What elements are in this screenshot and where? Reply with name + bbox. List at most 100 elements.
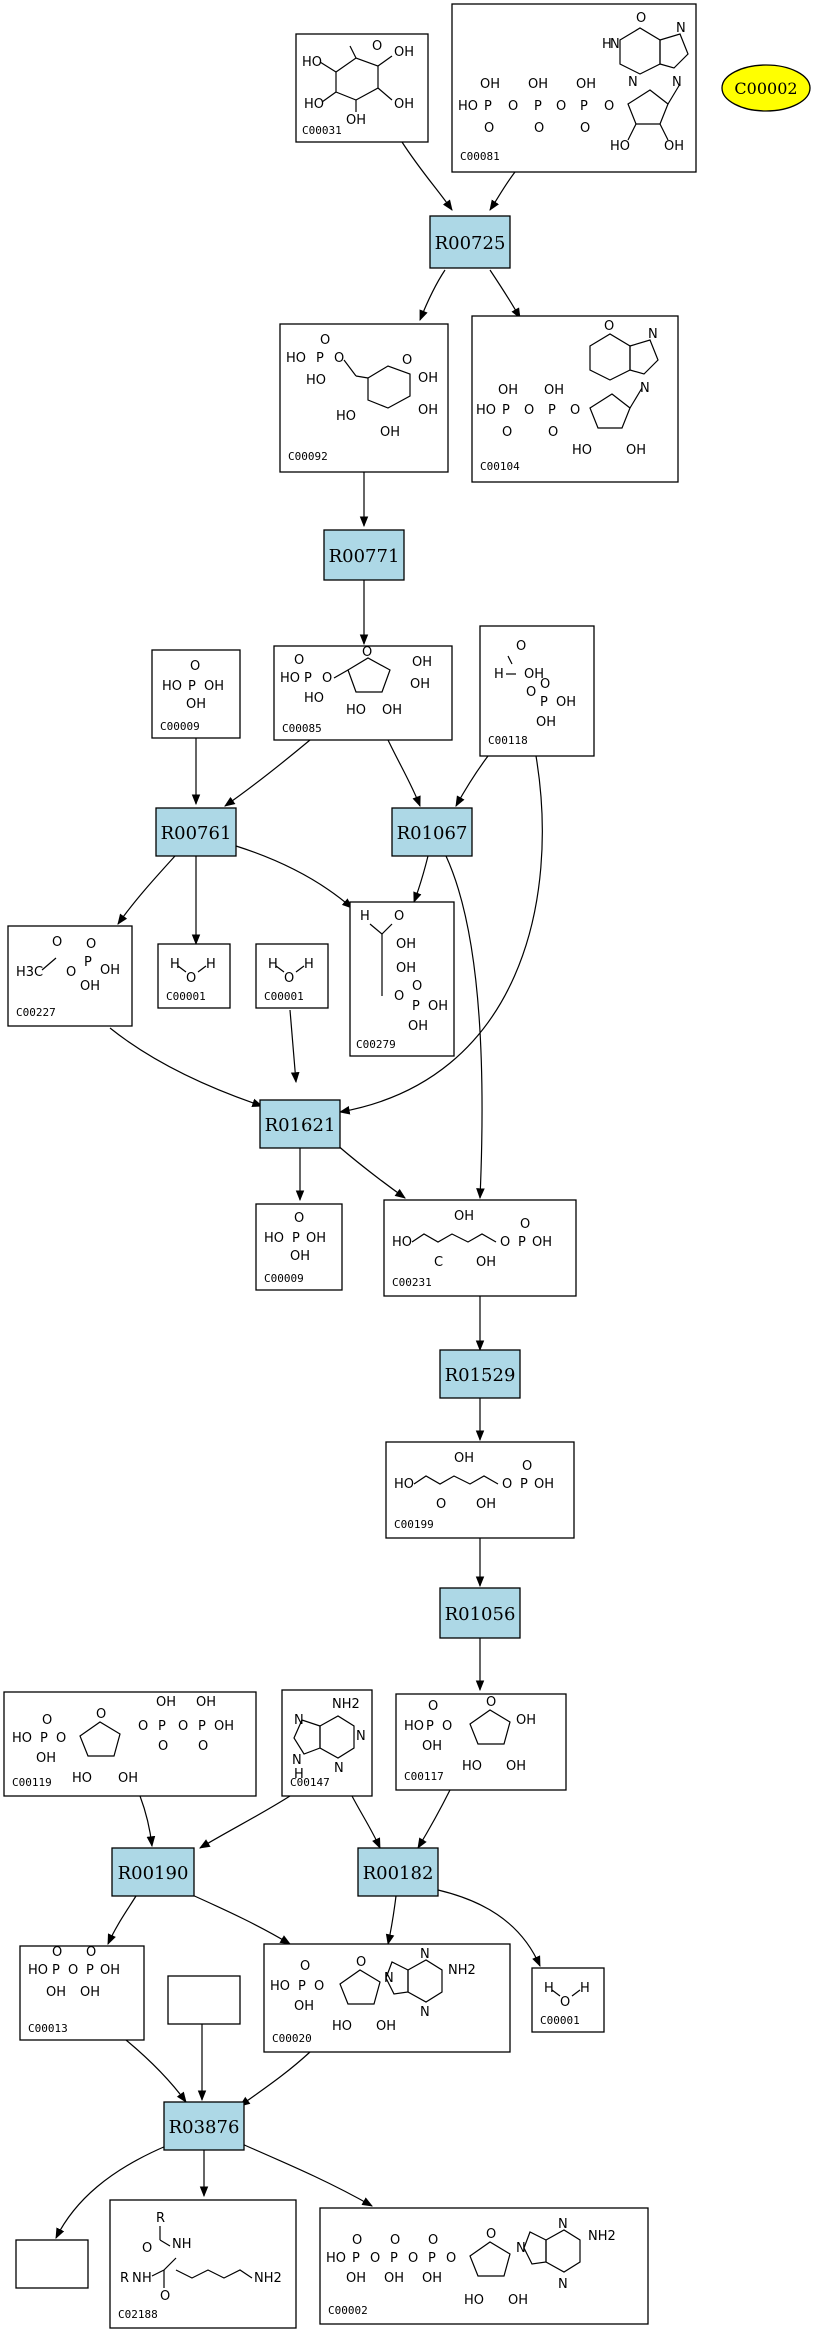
compound-c00081[interactable]: HO P P P O O O O O O OH OH OH HO OH O N …	[451, 3, 697, 173]
atom-label: OH	[80, 1985, 100, 2000]
atom-label: O	[190, 659, 200, 674]
structure-c00118: O H OH O P OH OH O	[494, 639, 576, 730]
atom-label: O	[502, 425, 512, 440]
edges	[55, 141, 543, 2239]
edge-r00761-c00227	[117, 855, 176, 925]
atom-label: P	[412, 999, 420, 1014]
atom-label: NH2	[254, 2271, 282, 2286]
highlight-compound-marker[interactable]: C00002	[721, 64, 811, 112]
reaction-r01067[interactable]: R01067	[391, 807, 473, 857]
compound-c00104[interactable]: HO P O P O OH OH O O HO OH O N N C00104	[471, 315, 679, 483]
atom-label: O	[540, 677, 550, 692]
compound-c00009-upper[interactable]: O HO P OH OH C00009	[151, 649, 241, 739]
reaction-r00182[interactable]: R00182	[357, 1847, 439, 1897]
structure-c00013: HO P O P OH O O OH OH	[28, 1945, 120, 2000]
compound-c00092[interactable]: O HO P O HO O OH OH OH HO C00092	[279, 323, 449, 473]
atom-label: O	[394, 909, 404, 924]
edge-r03876-blank	[55, 2145, 167, 2239]
bond-line	[175, 2269, 253, 2279]
compound-c00199[interactable]: OH HO O P O OH O OH C00199	[385, 1441, 575, 1539]
reaction-r01529[interactable]: R01529	[439, 1349, 521, 1399]
atom-label: O	[314, 1979, 324, 1994]
atom-label: OH	[396, 961, 416, 976]
compound-id: C00231	[392, 1276, 432, 1289]
atom-label: R	[156, 2211, 165, 2226]
atom-label: H3C	[16, 965, 43, 980]
compound-c00020[interactable]: O HO P O OH O HO OH N NH2 N N C00020	[263, 1943, 511, 2053]
compound-c00001-b[interactable]: H O H C00001	[255, 943, 329, 1009]
atom-label: N	[648, 327, 658, 342]
compound-c00085[interactable]: O HO P O HO O OH OH HO OH C00085	[273, 645, 453, 741]
compound-id: C00117	[404, 1770, 444, 1783]
atom-label: O	[334, 351, 344, 366]
bond-line	[349, 45, 357, 59]
reaction-r00761[interactable]: R00761	[155, 807, 237, 857]
atom-label: N	[420, 2005, 430, 2020]
atom-label: OH	[186, 697, 206, 712]
atom-label: OH	[556, 695, 576, 710]
atom-label: OH	[476, 1497, 496, 1512]
compound-id: C00001	[264, 990, 304, 1003]
structure-c00009: O HO P OH OH	[264, 1211, 326, 1264]
atom-label: P	[40, 1731, 48, 1746]
bond-line	[339, 1969, 381, 2005]
compound-box	[7, 925, 133, 1027]
compound-c00001-a[interactable]: H O H C00001	[157, 943, 231, 1009]
atom-label: O	[42, 1713, 52, 1728]
atom-label: O	[320, 333, 330, 348]
reaction-box	[163, 2101, 245, 2151]
compound-c00002[interactable]: HO P O P O P O O O O OH OH OH O HO OH N …	[319, 2207, 649, 2325]
compound-c00118[interactable]: O H OH O P OH OH O C00118	[479, 625, 595, 757]
atom-label: O	[66, 965, 76, 980]
bond-line	[411, 1233, 497, 1243]
compound-c00009-lower[interactable]: O HO P OH OH C00009	[255, 1203, 343, 1291]
atom-label: P	[520, 1477, 528, 1492]
atom-label: H	[142, 2271, 152, 2286]
compound-unlabeled-upper[interactable]	[167, 1975, 241, 2025]
bond-line	[367, 365, 411, 409]
compound-c00227[interactable]: O H3C O P O OH OH C00227	[7, 925, 133, 1027]
compound-id: C00009	[160, 720, 200, 733]
reaction-r03876[interactable]: R03876	[163, 2101, 245, 2151]
compound-box	[3, 1691, 257, 1797]
compound-c00279[interactable]: H O OH OH O P OH O OH C00279	[349, 901, 455, 1057]
reaction-label: R00771	[329, 546, 400, 567]
atom-label: P	[352, 2251, 360, 2266]
edge-r03876-c00002	[241, 2143, 373, 2207]
reaction-r00725[interactable]: R00725	[429, 215, 511, 269]
atom-label: O	[502, 1477, 512, 1492]
compound-c00031[interactable]: HO OH OH OH HO O C00031	[295, 33, 429, 143]
atom-label: O	[570, 403, 580, 418]
reaction-r00190[interactable]: R00190	[111, 1847, 195, 1897]
atom-label: O	[486, 2227, 496, 2242]
compound-id: C00119	[12, 1776, 52, 1789]
atom-label: HO	[346, 703, 366, 718]
compound-c00231[interactable]: OH HO O P O OH C OH C00231	[383, 1199, 577, 1297]
compound-c00117[interactable]: O HO P O OH O OH HO OH C00117	[395, 1693, 567, 1791]
reaction-r01621[interactable]: R01621	[259, 1099, 341, 1149]
compound-id: C00009	[264, 1272, 304, 1285]
atom-label: N	[558, 2277, 568, 2292]
compound-box	[319, 2207, 649, 2325]
atom-label: OH	[524, 667, 544, 682]
compound-box	[295, 33, 429, 143]
reaction-r00771[interactable]: R00771	[323, 529, 405, 581]
compound-c00001-c[interactable]: H O H C00001	[531, 1967, 605, 2033]
reaction-r01056[interactable]: R01056	[439, 1587, 521, 1639]
atom-label: N	[676, 21, 686, 36]
bond-line	[293, 1719, 321, 1755]
atom-label: OH	[422, 1739, 442, 1754]
compound-c00147[interactable]: NH2 N N N N H C00147	[281, 1689, 373, 1797]
atom-label: P	[158, 1719, 166, 1734]
atom-label: H	[360, 909, 370, 924]
structure-c00119: HO P O O OH O HO OH O P O P OH OH OH O O	[12, 1695, 234, 1786]
compound-unlabeled-lower[interactable]	[15, 2239, 89, 2289]
compound-c00119[interactable]: HO P O O OH O HO OH O P O P OH OH OH O O…	[3, 1691, 257, 1797]
compound-c02188[interactable]: R O NH R N H O NH2 C02188	[109, 2199, 297, 2329]
atom-label: O	[442, 1719, 452, 1734]
atom-label: O	[412, 979, 422, 994]
structure-c00231: OH HO O P O OH C OH	[392, 1209, 552, 1270]
atom-label: OH	[664, 139, 684, 154]
compound-c00013[interactable]: HO P O P OH O O OH OH C00013	[19, 1945, 145, 2041]
structure-c00117: O HO P O OH O OH HO OH	[404, 1695, 536, 1774]
